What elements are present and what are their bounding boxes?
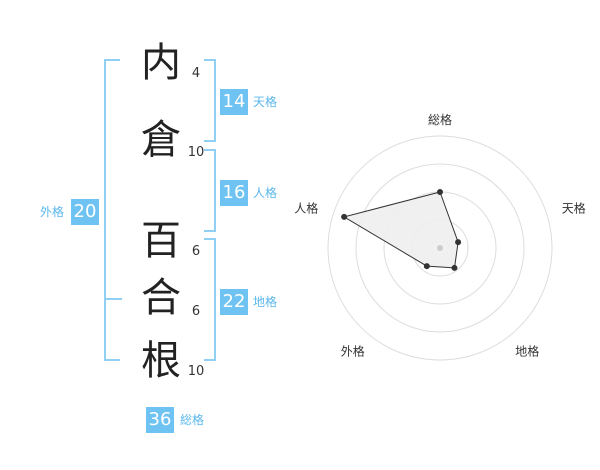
radar-point-3 [423,263,430,270]
radar-grid-ring [355,163,525,333]
radar-axis-label-soukaku: 総格 [428,112,452,127]
tenkaku-value-badge: 14 [220,89,248,115]
radar-data-polygon [342,191,459,269]
given-char-3-strokes: 10 [187,364,205,379]
surname-char-1-strokes: 4 [191,66,201,81]
radar-grid-ring [327,135,553,361]
gaikaku-bracket [104,59,120,361]
soukaku-value-badge: 36 [146,407,174,433]
radar-axis-label-jinkaku: 人格 [294,200,318,215]
surname-char-2: 倉 [141,117,181,163]
given-char-1: 百 [141,218,181,264]
fortune-radar-chart: 総格 天格 地格 外格 人格 [294,112,586,361]
radar-data-points [341,189,462,271]
tenkaku-bracket [204,59,216,142]
radar-axis-label-chikaku: 地格 [515,344,539,359]
radar-point-1 [455,239,462,246]
radar-point-0 [437,189,443,195]
jinkaku-label: 人格 [253,186,278,200]
radar-point-2 [451,264,458,271]
radar-point-4 [341,213,348,220]
radar-axis-label-tenkaku: 天格 [562,200,586,215]
given-char-2: 合 [141,275,181,321]
surname-char-2-strokes: 10 [187,145,205,160]
surname-char-1: 内 [141,40,181,86]
tenkaku-label: 天格 [253,95,278,109]
given-char-3: 根 [141,338,181,384]
jinkaku-value-badge: 16 [220,180,248,206]
radar-grid [327,135,553,361]
given-char-1-strokes: 6 [191,244,201,259]
gaikaku-value-badge: 20 [71,199,99,225]
chikaku-label: 地格 [253,295,278,309]
jinkaku-bracket [204,149,216,232]
gaikaku-bracket-divider [106,298,122,300]
chikaku-bracket [204,238,216,361]
radar-axis-label-gaikaku: 外格 [341,344,365,359]
given-char-2-strokes: 6 [191,304,201,319]
soukaku-label: 総格 [180,413,205,427]
radar-center-dot [437,245,443,251]
gaikaku-label: 外格 [40,205,65,219]
chikaku-value-badge: 22 [220,289,248,315]
